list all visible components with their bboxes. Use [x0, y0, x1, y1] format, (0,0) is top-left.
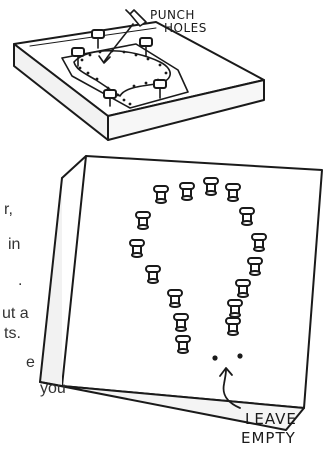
- peg-icon: [135, 211, 151, 230]
- punch-holes-label-line1: PUNCH: [150, 8, 195, 22]
- pegs: [129, 177, 267, 354]
- push-pin-icon: [139, 37, 153, 57]
- body-text-fragment: r,: [4, 201, 13, 218]
- peg-icon: [203, 177, 219, 196]
- peg-icon: [153, 185, 169, 204]
- punch-hole-dots: [78, 49, 168, 106]
- peg-icon: [179, 182, 195, 201]
- leave-empty-label-line2: EMPTY: [241, 429, 296, 447]
- peg-icon: [175, 335, 191, 354]
- body-text-fragment: .: [18, 272, 23, 289]
- peg-icon: [225, 317, 241, 336]
- paper-template: [61, 29, 189, 109]
- empty-holes: [212, 353, 243, 361]
- peg-icon: [173, 313, 189, 332]
- push-pin-icon: [103, 89, 117, 107]
- punch-tool-icon: [125, 9, 147, 27]
- leave-empty-arrow: [222, 369, 241, 409]
- peg-icon: [129, 239, 145, 258]
- peg-icon: [235, 279, 251, 298]
- leave-empty-label-line1: LEAVE: [245, 410, 297, 428]
- peg-icon: [167, 289, 183, 308]
- peg-icon: [247, 257, 263, 276]
- body-text-fragment: e: [26, 354, 35, 371]
- body-text-fragment: in: [8, 236, 21, 253]
- peg-icon: [225, 183, 241, 202]
- punch-holes-arrow: [103, 23, 134, 63]
- peg-icon: [251, 233, 267, 252]
- leave-empty-arrowhead: [219, 367, 233, 377]
- punch-holes-arrowhead: [98, 55, 111, 64]
- body-text-fragment: you: [40, 380, 66, 397]
- push-pin-icon: [153, 79, 167, 99]
- push-pin-icon: [91, 29, 105, 49]
- peg-board: [39, 155, 323, 431]
- peg-icon: [227, 299, 243, 318]
- body-text-fragment: ts.: [4, 325, 21, 342]
- peg-icon: [145, 265, 161, 284]
- peg-icon: [239, 207, 255, 226]
- push-pin-icon: [71, 47, 85, 67]
- punch-holes-label-line2: HOLES: [164, 21, 207, 35]
- body-text-fragment: ut a: [2, 305, 29, 322]
